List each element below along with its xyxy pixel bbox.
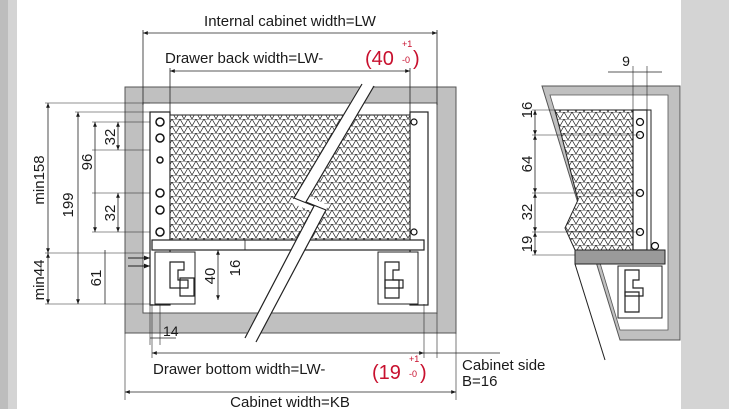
drawer-bottom-bar [151,239,425,251]
label-cabinet-width: Cabinet width=KB [230,394,350,409]
label-40: 40 [202,268,219,285]
tolerance-bottom-close: ) [420,362,427,384]
side-view: 9 16 64 32 19 [519,53,681,361]
tolerance-bottom-value: (19 [372,362,401,384]
runner-left-profile [169,261,189,289]
tolerance-back-value: (40 [365,48,394,70]
label-side-32: 32 [519,204,536,221]
label-32-top: 32 [102,129,119,146]
label-96: 96 [79,154,96,171]
tolerance-back-close: ) [413,48,420,70]
label-drawer-back-width: Drawer back width=LW- [165,50,323,67]
label-cabinet-side-b: B=16 [462,373,497,390]
tolerance-bottom-sup: +1 [409,354,419,364]
label-14: 14 [163,323,179,339]
label-internal-width: Internal cabinet width=LW [204,13,377,30]
tolerance-back-sup: +1 [402,39,412,49]
side-runner-profile-2 [624,291,640,313]
side-diagonal [574,263,606,361]
tolerance-bottom-sub: -0 [409,369,417,379]
screw-holes-left [155,117,165,237]
label-9: 9 [622,53,630,69]
label-61: 61 [88,270,105,287]
side-front-edge [646,109,652,251]
label-side-19: 19 [519,236,536,253]
screw-hole-right-top [410,118,418,126]
runner-right-profile-2 [384,279,400,299]
left-strip [0,0,8,409]
label-cabinet-side: Cabinet side [462,357,545,374]
tolerance-back-sub: -0 [402,55,410,65]
label-side-64: 64 [519,156,536,173]
side-drawer-bottom [574,249,666,265]
label-16: 16 [227,260,244,277]
label-32-bottom: 32 [102,205,119,222]
side-runner-profile [624,269,644,297]
label-min158: min158 [31,155,48,204]
side-screw-holes [635,117,645,237]
runner-left-profile-2 [179,277,195,297]
break-line-left [244,83,363,339]
side-bottom-screw [650,241,660,251]
front-view: Internal cabinet width=LW Drawer back wi… [31,13,545,409]
drawer-back-mesh [169,114,411,241]
label-drawer-bottom-width: Drawer bottom width=LW- [153,361,325,378]
screw-hole-right-bottom [410,228,418,236]
break-line-right [255,85,375,343]
label-199: 199 [60,192,77,217]
label-side-16: 16 [519,102,536,119]
label-min44: min44 [31,260,48,301]
runner-right [377,251,419,305]
